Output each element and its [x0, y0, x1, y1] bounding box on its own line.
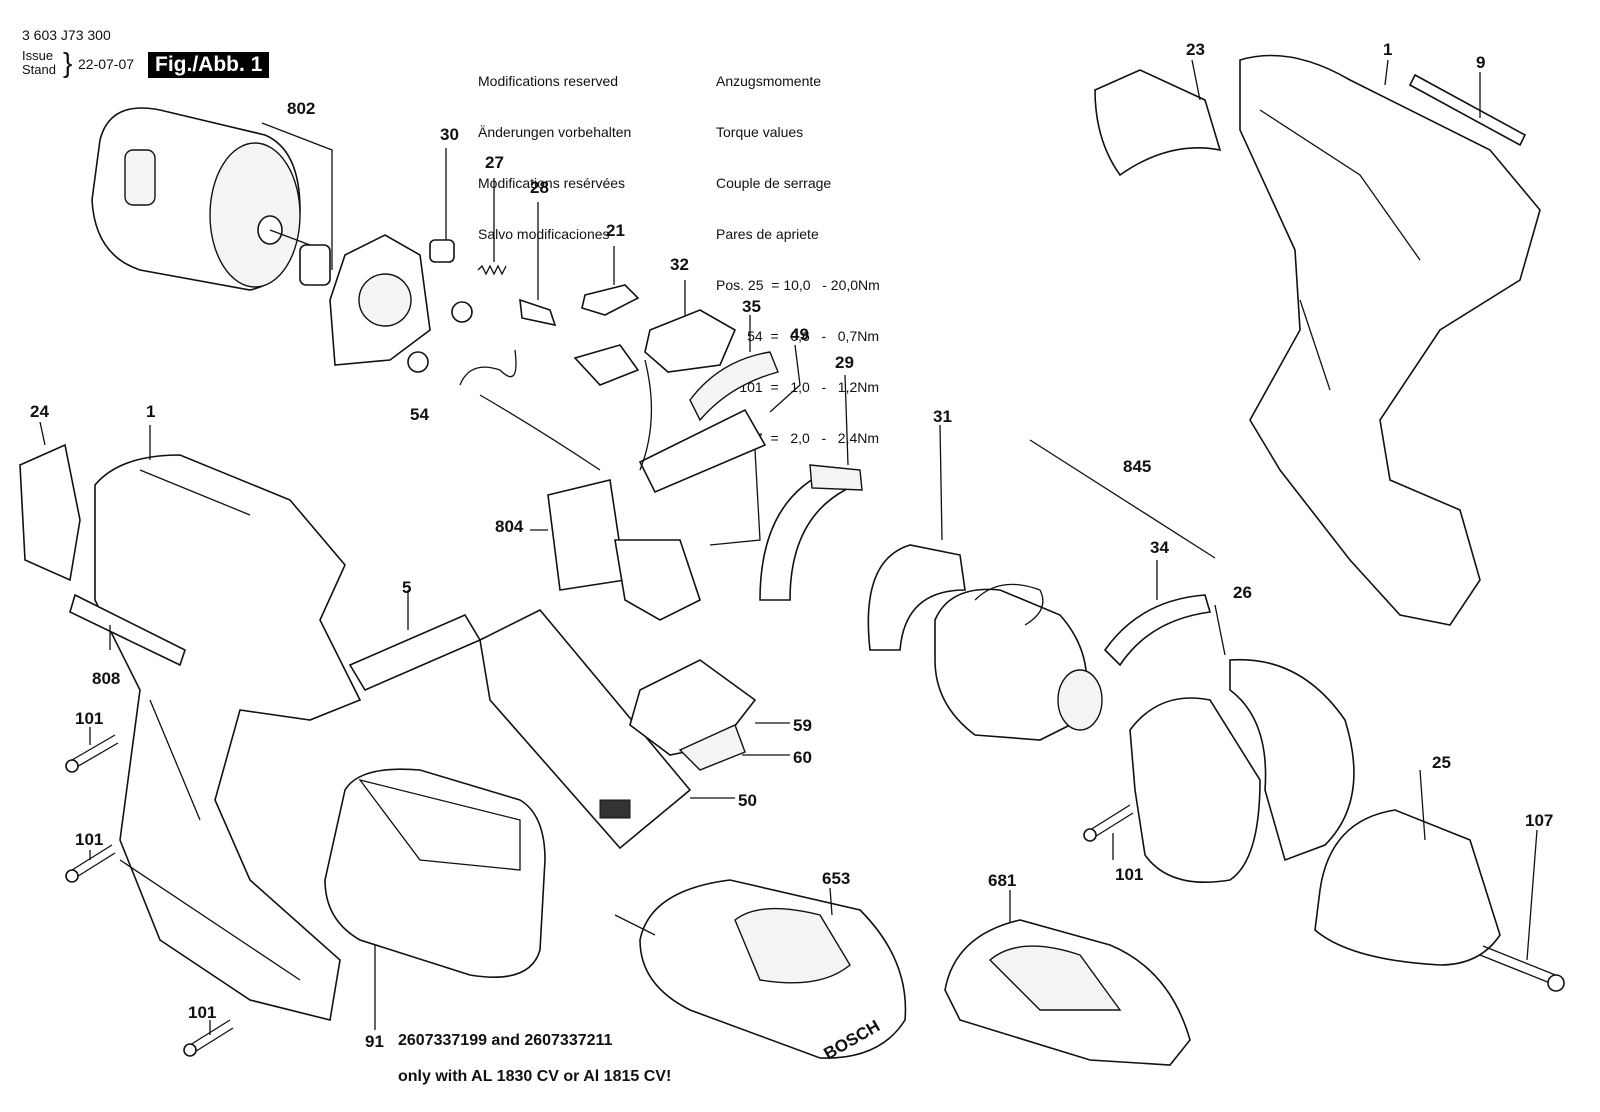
label-35: 35 — [742, 297, 761, 316]
label-101-a: 101 — [75, 709, 103, 728]
label-34: 34 — [1150, 538, 1169, 557]
battery-pack-part — [324, 768, 546, 1030]
modifications-line: Modifications resérvées — [478, 175, 626, 191]
label-653: 653 — [822, 869, 850, 888]
battery-part-numbers: 2607337199 and 2607337211 — [398, 1032, 613, 1049]
switch-module-part — [530, 479, 701, 621]
belt-holster-part — [944, 890, 1191, 1066]
charger-part: BOSCH — [614, 879, 907, 1063]
stand-label: Stand — [22, 62, 56, 77]
label-59: 59 — [793, 716, 812, 735]
rating-label-part — [69, 593, 186, 667]
label-49: 49 — [790, 325, 809, 344]
label-9: 9 — [1476, 53, 1485, 72]
torque-title: Pares de apriete — [716, 226, 819, 242]
label-5: 5 — [402, 578, 411, 597]
screw-part — [1083, 804, 1134, 860]
label-802: 802 — [287, 99, 315, 118]
issue-label: Issue — [22, 48, 54, 63]
modifications-line: Modifications reserved — [478, 73, 619, 89]
main-pcb-part — [479, 609, 735, 850]
led-board-part — [638, 344, 801, 546]
battery-contact-carrier-part — [629, 659, 790, 771]
motor-part — [91, 107, 333, 291]
spring-part — [477, 178, 507, 276]
figure-label: Fig./Abb. 1 — [148, 52, 270, 78]
label-54: 54 — [410, 405, 429, 424]
lever-part — [689, 315, 779, 422]
modifications-line: Änderungen vorbehalten — [478, 124, 632, 140]
label-30: 30 — [440, 125, 459, 144]
pin-part — [519, 202, 557, 327]
label-1-right: 1 — [1383, 40, 1392, 59]
label-91: 91 — [365, 1032, 384, 1051]
torque-title: Anzugsmomente — [716, 73, 822, 89]
label-101-c: 101 — [188, 1003, 216, 1022]
document-number: 3 603 J73 300 — [22, 27, 111, 43]
issue-brace: } — [63, 47, 73, 78]
bushing-part — [407, 351, 429, 373]
label-101-b: 101 — [75, 830, 103, 849]
torque-title: Torque values — [716, 124, 804, 140]
screw-part — [65, 727, 119, 773]
label-27: 27 — [485, 153, 504, 172]
label-26: 26 — [1233, 583, 1252, 602]
label-845: 845 — [1123, 457, 1151, 476]
label-50: 50 — [738, 791, 757, 810]
bushing-part — [451, 301, 473, 323]
torque-title: Couple de serrage — [716, 175, 832, 191]
top-label-part — [1408, 72, 1527, 147]
nose-shell-part — [1129, 604, 1355, 883]
screw-part — [65, 844, 116, 883]
switch-slide-part — [644, 280, 737, 373]
label-24: 24 — [30, 402, 49, 421]
gearbox-part — [934, 439, 1216, 741]
chuck-screw-part — [1479, 829, 1565, 992]
label-31: 31 — [933, 407, 952, 426]
compatibility-note: only with AL 1830 CV or Al 1815 CV! — [398, 1068, 672, 1085]
label-23: 23 — [1186, 40, 1205, 59]
chuck-part — [1314, 769, 1501, 966]
torque-row: Pos. 25 = 10,0 - 20,0Nm — [716, 277, 880, 293]
housing-half-left-part — [94, 425, 362, 1021]
label-60: 60 — [793, 748, 812, 767]
label-plate-part — [348, 590, 482, 692]
label-25: 25 — [1432, 753, 1451, 772]
modifications-notice: Modifications reserved Änderungen vorbeh… — [478, 39, 631, 260]
label-32: 32 — [670, 255, 689, 274]
top-cap-part — [1094, 59, 1222, 177]
torque-row: 54 = 0,6 - 0,7Nm — [716, 328, 880, 344]
label-29: 29 — [835, 353, 854, 372]
label-804: 804 — [495, 517, 524, 536]
modifications-line: Salvo modificaciones — [478, 226, 610, 242]
issue-date: 22-07-07 — [78, 56, 135, 72]
gear-segment-part — [1103, 560, 1212, 667]
gear-bracket-part — [329, 148, 455, 366]
contact-plate-part — [573, 344, 640, 386]
label-1-left: 1 — [146, 402, 155, 421]
label-107: 107 — [1525, 811, 1553, 830]
switch-knob-part — [581, 246, 640, 316]
label-21: 21 — [606, 221, 625, 240]
clutch-ring-part — [867, 424, 966, 651]
label-681: 681 — [988, 871, 1016, 890]
label-808: 808 — [92, 669, 120, 688]
housing-half-right-part — [1239, 54, 1541, 626]
label-101-d: 101 — [1115, 865, 1143, 884]
screw-part — [183, 1019, 234, 1057]
label-28: 28 — [530, 178, 549, 197]
end-cap-part — [19, 421, 81, 582]
cover-ring-part — [759, 374, 863, 601]
